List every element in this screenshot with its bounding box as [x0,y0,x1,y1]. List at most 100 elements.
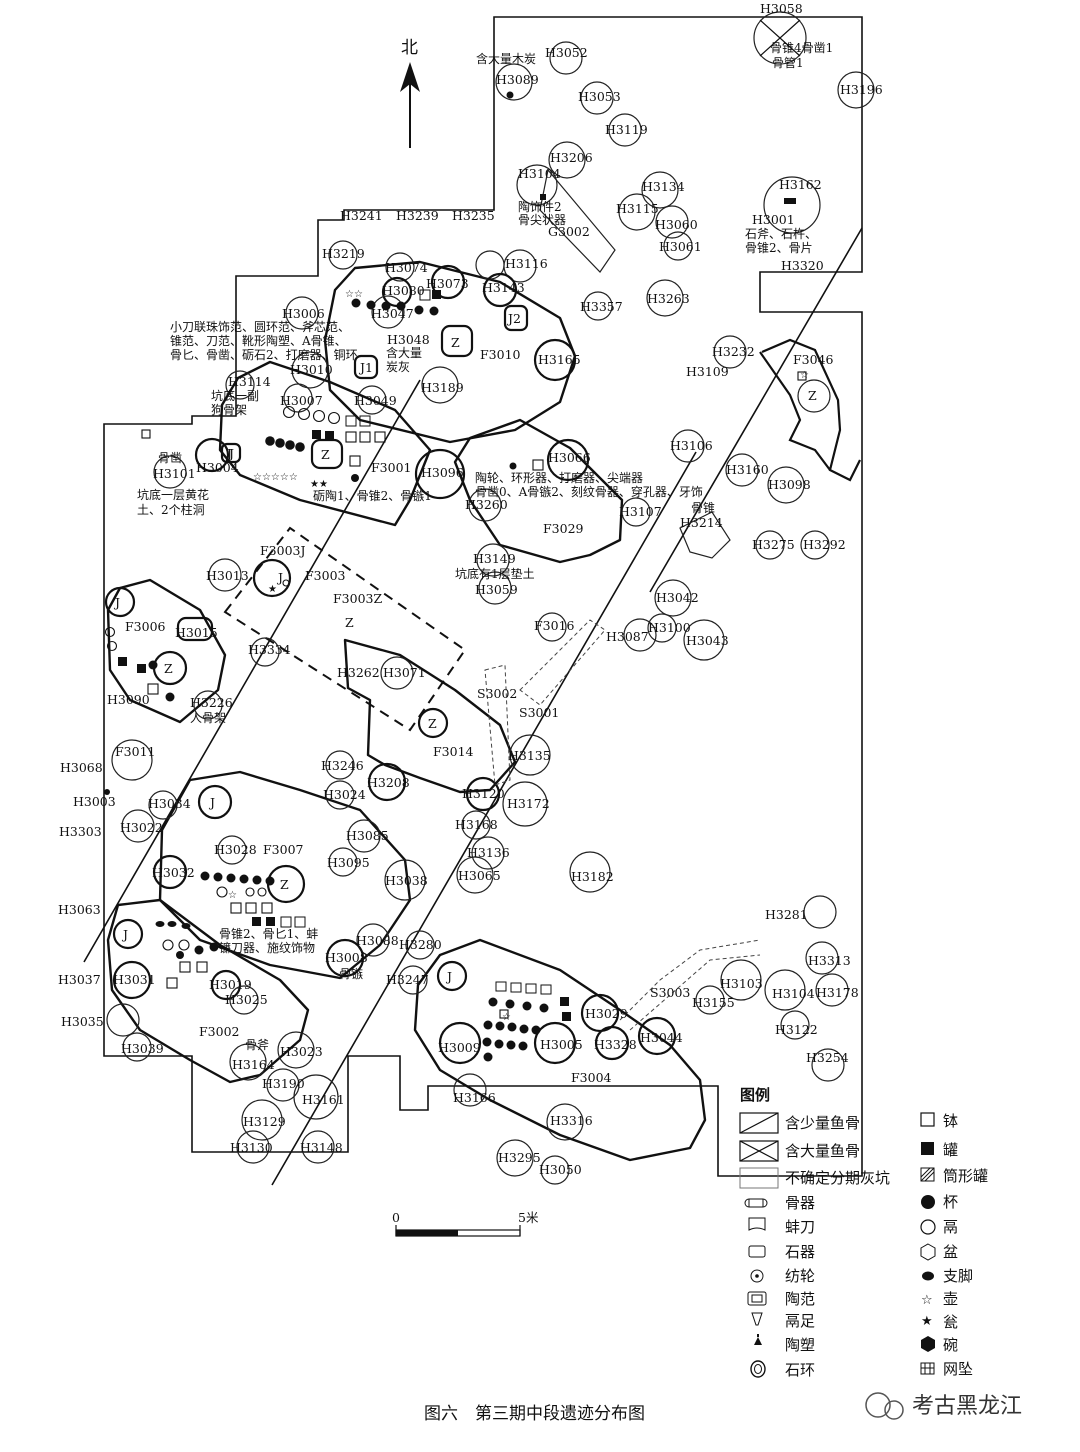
label-f3029: F3029 [543,521,584,536]
label-h3292: H3292 [803,537,846,552]
label-h3029: H3029 [585,1006,628,1021]
label-h3065: H3065 [458,868,501,883]
svg-text:支脚: 支脚 [943,1267,973,1285]
label-h3190: H3190 [262,1076,305,1091]
svg-text:骨凿: 骨凿 [158,451,182,465]
label-h3004: H3004 [196,460,239,475]
wan-bowl-icon [921,1336,935,1352]
svg-text:锥范、刀范、靴形陶塑、A骨锥、: 锥范、刀范、靴形陶塑、A骨锥、 [170,333,347,348]
label-h3281: H3281 [765,907,808,922]
label-h3114: H3114 [228,374,271,389]
label-h3058: H3058 [760,1,803,16]
cup-icon [921,1195,935,1209]
svg-text:陶轮、环形器、打磨器、尖端器: 陶轮、环形器、打磨器、尖端器 [475,470,643,485]
label-j2: J2 [506,311,521,326]
label-h3032: H3032 [152,865,195,880]
label-h3080: H3080 [382,283,425,298]
svg-text:筒形罐: 筒形罐 [943,1167,988,1185]
label-h3103: H3103 [720,976,763,991]
basin-icon [920,1243,936,1261]
hearth-z: Z [345,615,354,630]
label-h3019: H3019 [209,977,252,992]
svg-text:鬲足: 鬲足 [785,1312,815,1330]
svg-text:陶塑: 陶塑 [785,1336,815,1354]
label-h3247: H3247 [386,972,429,987]
feature-labels: H3058 H3052 H3089 H3053 H3196 H3119 H320… [58,1,883,1177]
house-f3004 [413,938,707,1162]
label-h3003: H3003 [73,794,116,809]
label-h3008: H3008 [325,950,368,965]
label-h3316: H3316 [550,1113,593,1128]
hearth-z: Z [280,877,289,892]
svg-text:☆☆: ☆☆ [345,289,363,300]
svg-text:陶范: 陶范 [785,1290,815,1308]
label-h3063: H3063 [58,902,101,917]
svg-text:不确定分期灰坑: 不确定分期灰坑 [785,1169,890,1187]
label-h3160: H3160 [726,462,769,477]
label-h3066: H3066 [548,450,591,465]
label-h3136: H3136 [467,845,510,860]
legend-many-fish: 含大量鱼骨 [739,1140,860,1162]
hearth-z: Z [428,716,437,731]
svg-text:陶饰件2: 陶饰件2 [518,199,562,214]
svg-text:骨器: 骨器 [785,1194,815,1212]
label-h3206: H3206 [550,150,593,165]
label-h3164: H3164 [232,1057,275,1072]
hearth-z: Z [451,335,460,350]
label-h3196: H3196 [840,82,883,97]
label-h3001: H3001 [752,212,795,227]
label-h3101: H3101 [153,466,196,481]
label-h3122: H3122 [775,1022,818,1037]
svg-text:坑底有1层垫土: 坑底有1层垫土 [455,566,535,581]
house-f3029 [453,418,624,564]
scale-bar: 0 5米 [392,1210,539,1237]
label-f3003z: F3003Z [333,591,382,606]
label-h3357: H3357 [580,299,623,314]
label-h3149: H3149 [473,551,516,566]
label-f3011: F3011 [115,744,156,759]
svg-text:瓮: 瓮 [943,1313,958,1331]
label-h3050: H3050 [539,1162,582,1177]
diagonal-line-west [83,379,421,963]
stone-ring-icon [750,1360,766,1378]
label-h3320: H3320 [781,258,824,273]
label-h3182: H3182 [571,869,614,884]
label-s3003: S3003 [650,985,690,1000]
svg-text:☆: ☆ [228,890,237,901]
svg-text:盆: 盆 [943,1243,958,1261]
svg-text:骨锥2、骨片: 骨锥2、骨片 [745,241,813,255]
label-h3053: H3053 [578,89,621,104]
label-h3260: H3260 [465,497,508,512]
label-h3104: H3104 [518,166,561,181]
label-h3035: H3035 [61,1014,104,1029]
label-h3155: H3155 [692,995,735,1010]
label-h3006: H3006 [282,306,325,321]
label-h3232: H3232 [712,344,755,359]
svg-text:☆: ☆ [800,370,809,381]
label-h3226: H3226 [190,695,233,710]
label-h3241: H3241 [340,208,383,223]
svg-text:含大量: 含大量 [386,345,422,360]
diagonal-line-center [271,451,697,1186]
svg-text:☆☆☆☆☆: ☆☆☆☆☆ [253,472,298,483]
svg-text:镰刀器、施纹饰物: 镰刀器、施纹饰物 [219,940,315,955]
label-h3049: H3049 [354,393,397,408]
svg-text:炭灰: 炭灰 [386,360,410,374]
label-h3328: H3328 [594,1037,637,1052]
label-h3334: H3334 [248,642,291,657]
label-h3135: H3135 [508,748,551,763]
label-h3166: H3166 [453,1090,496,1105]
label-h3048: H3048 [387,332,430,347]
label-f3003j: F3003J [260,543,306,558]
stone-tool-icon [748,1245,766,1258]
svg-text:石斧、石杵、: 石斧、石杵、 [745,226,817,241]
figure-caption: 图六 第三期中段遗迹分布图 [424,1404,645,1424]
label-f3001: F3001 [371,460,412,475]
label-h3025: H3025 [225,992,268,1007]
label-h3088: H3088 [356,933,399,948]
clay-figure-icon [754,1334,762,1345]
house-f3003-dashed [223,526,467,732]
svg-text:砺陶1、骨锥2、骨镞1: 砺陶1、骨锥2、骨镞1 [313,488,432,503]
pits [106,11,875,1185]
